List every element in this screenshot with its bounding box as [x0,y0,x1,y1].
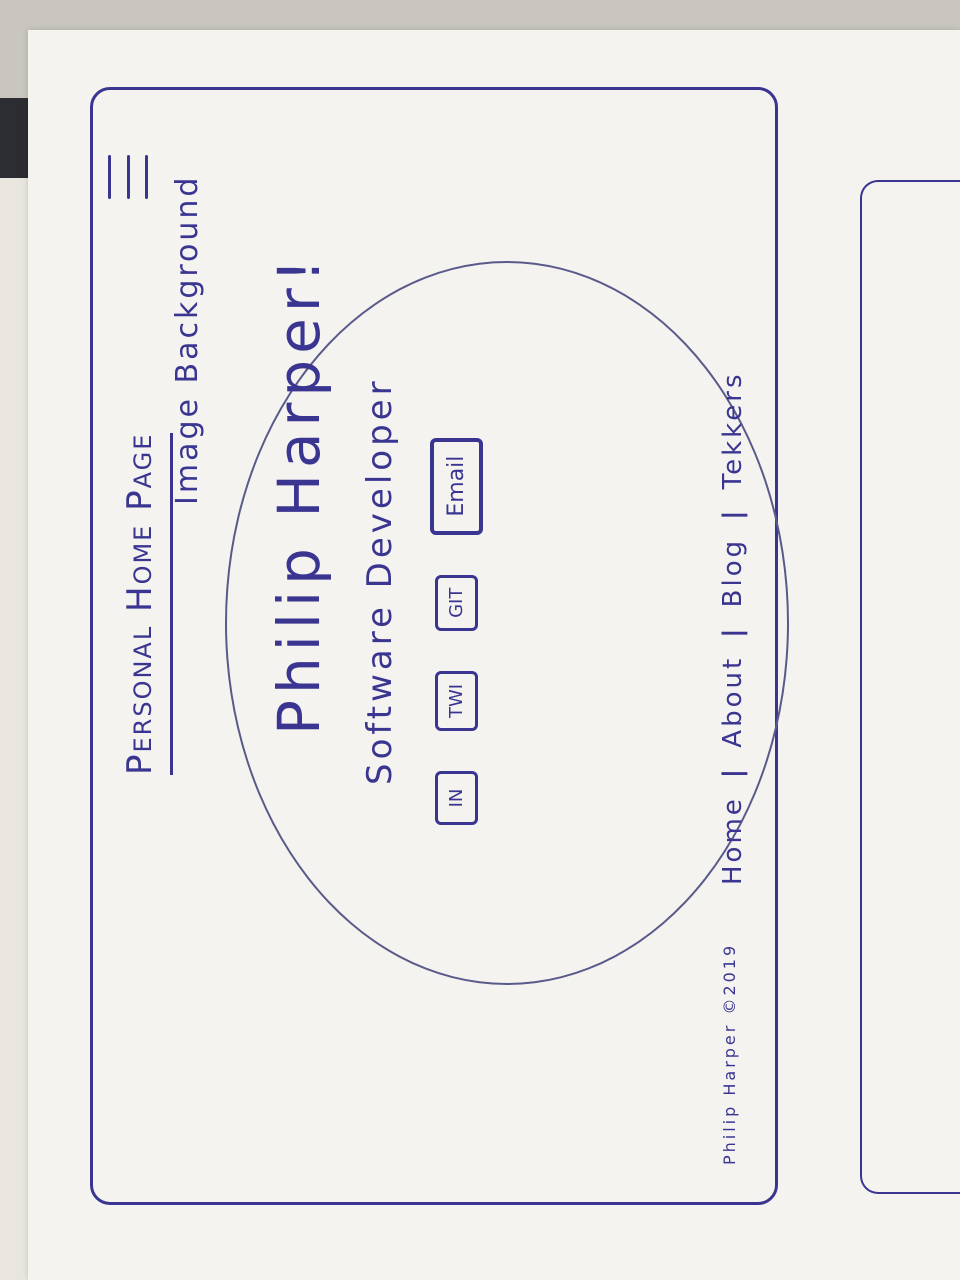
footer-separator: | [718,765,748,779]
footer-nav: Home | About | Blog | Tekkers [718,371,748,885]
social-email-button[interactable]: Email [430,437,483,535]
social-twitter-button[interactable]: TWI [435,670,478,731]
footer-link-tekkers[interactable]: Tekkers [718,371,748,490]
wireframe-canvas: Personal Home Page Image Background Phil… [90,85,789,1205]
footer-link-blog[interactable]: Blog [718,537,748,608]
footer-copyright: Philip Harper ©2019 [720,942,739,1165]
footer-separator: | [718,625,748,638]
hamburger-menu-icon[interactable] [108,155,148,199]
social-linkedin-button[interactable]: IN [435,771,478,825]
next-sketch-frame [860,180,960,1194]
background-image-note: Image Background [170,174,205,505]
footer-link-home[interactable]: Home [718,796,748,885]
footer-link-about[interactable]: About [718,655,748,748]
hero-name: Philip Harper! [265,253,333,735]
footer-separator: | [718,507,748,520]
paper-sheet [28,30,960,1280]
footer: Philip Harper ©2019 Home | About | Blog … [710,93,770,1205]
social-github-button[interactable]: GIT [435,574,478,631]
social-links: IN TWI GIT Email [430,437,483,825]
hero-role: Software Developer [360,377,400,785]
page-title: Personal Home Page [120,432,173,775]
